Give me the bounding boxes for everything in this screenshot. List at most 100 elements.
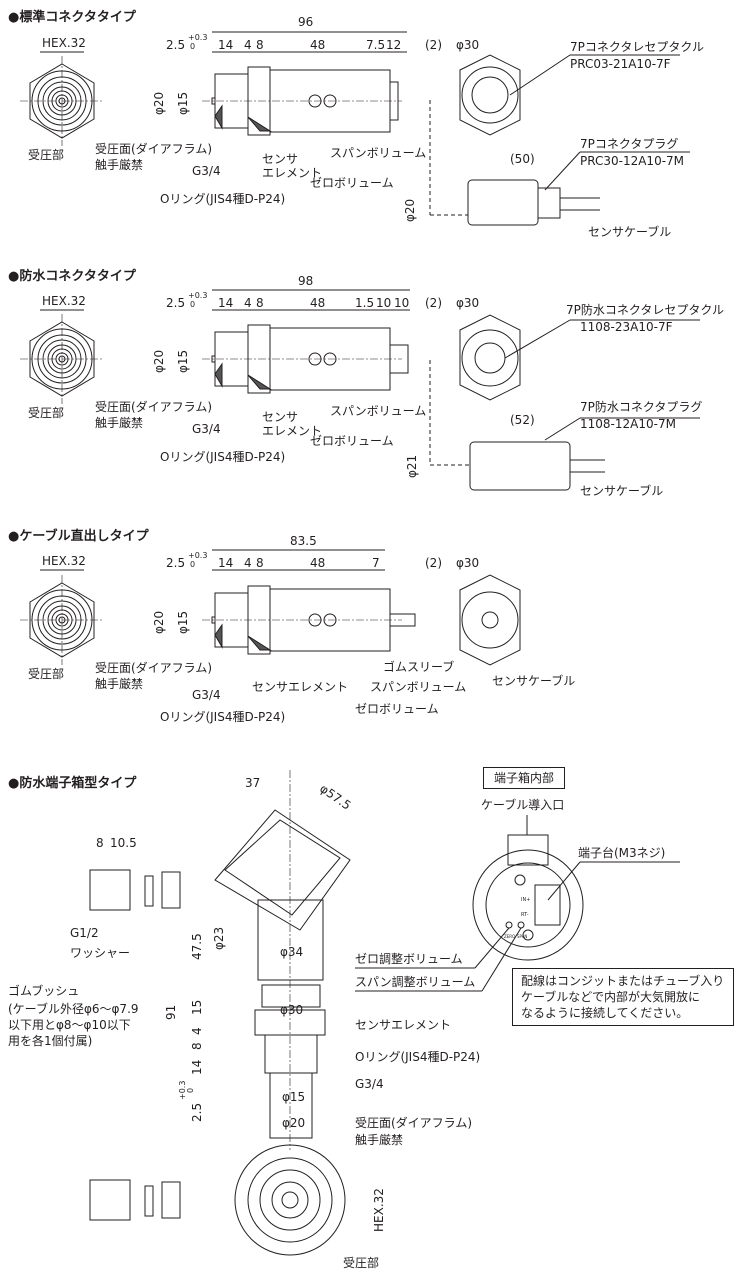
bushing-note: 用を各1個付属) — [8, 1034, 93, 1048]
dim-8: 8 — [190, 1042, 204, 1050]
sensor-element-label: センサエレメント — [252, 680, 349, 694]
thread-label: G3/4 — [192, 422, 221, 436]
dim-48: 48 — [310, 296, 326, 310]
g12-label: G1/2 — [70, 926, 99, 940]
wiring-note: 配線はコンジットまたはチューブ入り ケーブルなどで内部が大気開放に なるように接… — [512, 968, 734, 1026]
dim-1-5: 1.5 — [355, 296, 375, 310]
zero-volume-label: ゼロボリューム — [310, 176, 394, 190]
terminal-inside-heading: 端子箱内部 — [483, 767, 566, 789]
dim-7-5: 7.5 — [366, 38, 386, 52]
dim-phi20: φ20 — [282, 1116, 306, 1130]
terminal-box-inner-view — [472, 849, 584, 961]
cable-label: センサケーブル — [580, 484, 664, 498]
terminal-block-label: 端子台(M3ネジ) — [578, 846, 666, 860]
dim-phi20: φ20 — [152, 610, 166, 634]
washer-label: ワッシャー — [70, 946, 131, 960]
receptacle-label: 7P防水コネクタレセプタクル — [566, 303, 725, 317]
hex-front-view — [19, 313, 105, 405]
dim-14: 14 — [218, 38, 234, 52]
sensor-label: センサ — [262, 410, 299, 424]
dim-hex32: HEX.32 — [372, 1188, 386, 1232]
cable-label: センサケーブル — [588, 225, 672, 239]
receiver-label: 受圧部 — [343, 1256, 380, 1270]
receptacle-part-label: 1108-23A10-7F — [580, 320, 673, 334]
tolerance-zero: 0 — [190, 42, 196, 51]
section-title: ●ケーブル直出しタイプ — [8, 529, 149, 544]
plug-part-label: PRC30-12A10-7M — [580, 154, 685, 168]
receptacle-part-label: PRC03-21A10-7F — [570, 57, 671, 71]
wiring-note-line: ケーブルなどで内部が大気開放に — [521, 990, 701, 1004]
sensor-label: センサ — [262, 152, 299, 166]
thread-label: G3/4 — [355, 1077, 384, 1091]
no-touch-label: 触手厳禁 — [95, 677, 144, 691]
element-label: エレメント — [262, 166, 323, 180]
hex-size-label: HEX.32 — [42, 36, 86, 50]
dim-phi30: φ30 — [456, 296, 480, 310]
sensor-body-side-view — [201, 66, 403, 136]
receiver-label: 受圧部 — [28, 406, 65, 420]
cable-inlet-label: ケーブル導入口 — [481, 798, 565, 812]
dim-total: 98 — [298, 274, 314, 288]
bushing-label: ゴムブッシュ — [8, 984, 80, 998]
oring-label: Oリング(JIS4種D-P24) — [160, 710, 286, 724]
plug-label: 7Pコネクタプラグ — [580, 137, 679, 151]
plug-part-label: 1108-12A10-7M — [580, 417, 676, 431]
span-marking: SPAN — [517, 934, 528, 939]
dim-15: 15 — [190, 999, 204, 1015]
hex-size-label: HEX.32 — [42, 294, 86, 308]
dim-phi30: φ30 — [456, 556, 480, 570]
rubber-sleeve-label: ゴムスリーブ — [383, 660, 455, 674]
terminal-box-neck — [257, 899, 324, 981]
dim-2-5: 2.5 — [166, 38, 186, 52]
span-volume-label: スパンボリューム — [330, 146, 427, 160]
dim-plug-length: (52) — [510, 413, 535, 427]
dim-7: 7 — [372, 556, 380, 570]
dim-phi15: φ15 — [176, 349, 190, 373]
dim-10-5: 10.5 — [110, 836, 137, 850]
bushing-part — [89, 869, 131, 911]
dim-plug-phi: φ20 — [403, 198, 417, 222]
dim-4: 4 — [244, 556, 252, 570]
section-title: ●防水コネクタタイプ — [8, 269, 136, 284]
dim-gap: (2) — [425, 556, 442, 570]
bushing-note: (ケーブル外径φ6〜φ7.9 — [8, 1002, 139, 1016]
no-touch-label: 触手厳禁 — [355, 1133, 404, 1147]
dim-4: 4 — [244, 296, 252, 310]
tolerance-plus: +0.3 — [188, 551, 208, 560]
diaphragm-label: 受圧面(ダイアフラム) — [95, 142, 213, 156]
dim-phi15: φ15 — [176, 91, 190, 115]
thread-label: G3/4 — [192, 688, 221, 702]
tolerance-zero: 0 — [190, 300, 196, 309]
dim-phi30: φ30 — [456, 38, 480, 52]
dim-8: 8 — [256, 556, 264, 570]
sensor-body-side-view — [201, 585, 403, 655]
section-title: ●標準コネクタタイプ — [8, 10, 136, 25]
tolerance-zero: 0 — [190, 560, 196, 569]
dim-37: 37 — [245, 776, 261, 790]
no-touch-label: 触手厳禁 — [95, 158, 144, 172]
dim-14: 14 — [218, 296, 234, 310]
section-title: ●防水端子箱型タイプ — [8, 776, 137, 791]
receiver-label: 受圧部 — [28, 667, 65, 681]
dim-phi23: φ23 — [212, 926, 226, 950]
dim-4: 4 — [190, 1027, 204, 1035]
oring-label: Oリング(JIS4種D-P24) — [160, 192, 286, 206]
dim-phi34: φ34 — [280, 945, 304, 959]
dim-8: 8 — [256, 38, 264, 52]
dim-14: 14 — [190, 1059, 204, 1075]
dim-total: 96 — [298, 15, 314, 29]
receiver-label: 受圧部 — [28, 148, 65, 162]
dim-10: 10 — [394, 296, 410, 310]
dim-14: 14 — [218, 556, 234, 570]
element-label: エレメント — [262, 424, 323, 438]
dim-2-5: 2.5 — [166, 556, 186, 570]
dim-phi30: φ30 — [280, 1003, 304, 1017]
dim-phi20: φ20 — [152, 91, 166, 115]
dim-47-5: 47.5 — [190, 933, 204, 960]
tolerance-plus: +0.3 — [188, 33, 208, 42]
receptacle-label: 7Pコネクタレセプタクル — [570, 40, 705, 54]
span-volume-label: スパンボリューム — [370, 680, 467, 694]
dim-gap: (2) — [425, 38, 442, 52]
